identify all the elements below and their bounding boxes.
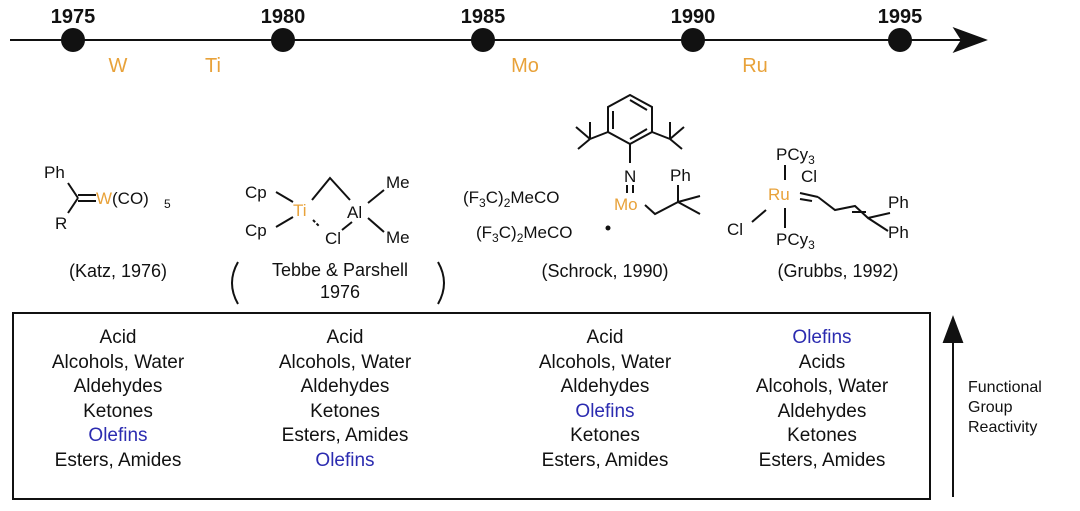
svg-text:(F3C)2MeCO: (F3C)2MeCO xyxy=(476,223,573,245)
svg-text:(F3C)2MeCO: (F3C)2MeCO xyxy=(463,188,560,210)
olefin-item: Olefins xyxy=(88,425,148,447)
functional-group-item: Alcohols, Water xyxy=(538,351,672,373)
functional-group-item: Esters, Amides xyxy=(281,425,409,447)
tebbe-caption-year: 1976 xyxy=(320,282,360,302)
functional-group-item: Aldehydes xyxy=(777,400,867,422)
year-label: 1990 xyxy=(671,6,716,28)
functional-group-item: Ketones xyxy=(310,400,380,422)
paren-right xyxy=(437,261,445,305)
functional-group-item: Acid xyxy=(326,327,364,348)
functional-group-item: Alcohols, Water xyxy=(755,376,889,398)
atom-cl: Cl xyxy=(727,220,743,239)
year-label: 1985 xyxy=(461,6,506,28)
ligand-text: (F xyxy=(463,188,479,207)
year-label: 1975 xyxy=(51,6,96,28)
atom-r: R xyxy=(55,214,67,233)
timeline-dot-1985 xyxy=(471,28,495,52)
functional-group-item: Ketones xyxy=(570,425,640,447)
atom-me: Me xyxy=(386,173,410,192)
atom-al: Al xyxy=(347,203,362,222)
metal-label-mo: Mo xyxy=(511,55,539,77)
functional-group-item: Esters, Amides xyxy=(54,449,182,471)
ligand-co: (CO) xyxy=(112,189,149,208)
axis-label-line: Group xyxy=(968,399,1013,416)
year-label: 1995 xyxy=(878,6,923,28)
functional-group-item: Esters, Amides xyxy=(758,449,886,471)
atom-cl: Cl xyxy=(325,229,341,248)
atom-ph: Ph xyxy=(44,163,65,182)
olefin-item: Olefins xyxy=(575,400,635,422)
atom-ti: Ti xyxy=(293,201,307,220)
katz-caption: (Katz, 1976) xyxy=(69,261,167,281)
functional-group-item: Esters, Amides xyxy=(541,449,669,471)
schrock-caption: (Schrock, 1990) xyxy=(541,261,668,281)
reactivity-arrowhead xyxy=(942,315,964,343)
functional-group-item: Aldehydes xyxy=(560,376,650,398)
olefin-item: Olefins xyxy=(315,449,375,471)
tebbe-structure: Cp Cp Ti Al Cl Me Me xyxy=(245,173,410,248)
functional-group-item: Ketones xyxy=(787,425,857,447)
svg-text:PCy3: PCy3 xyxy=(776,145,815,167)
paren-left xyxy=(231,261,239,305)
timeline-dot-1975 xyxy=(61,28,85,52)
katz-structure: Ph R W (CO) 5 xyxy=(44,163,171,233)
atom-ph: Ph xyxy=(670,166,691,185)
atom-cl: Cl xyxy=(801,167,817,186)
timeline-dot-1995 xyxy=(888,28,912,52)
axis-label-line: Functional xyxy=(968,379,1042,396)
atom-w: W xyxy=(96,189,112,208)
metal-label-ti: Ti xyxy=(205,55,221,77)
atom-n: N xyxy=(624,167,636,186)
reactivity-table-box xyxy=(12,312,931,500)
timeline-dot-1980 xyxy=(271,28,295,52)
functional-group-item: Acid xyxy=(586,327,624,348)
svg-text:PCy3: PCy3 xyxy=(776,230,815,252)
functional-group-item: Acids xyxy=(798,351,846,373)
functional-group-item: Alcohols, Water xyxy=(51,351,185,373)
ligand-pcy3: PCy xyxy=(776,145,809,164)
grubbs-structure: PCy3 Cl Ru Ph Ph Cl PCy3 xyxy=(727,145,909,252)
metal-label-w: W xyxy=(109,55,128,77)
subscript: 5 xyxy=(164,197,171,211)
olefin-item: Olefins xyxy=(792,327,852,348)
functional-group-item: Alcohols, Water xyxy=(278,351,412,373)
atom-cp: Cp xyxy=(245,183,267,202)
functional-group-item: Aldehydes xyxy=(300,376,390,398)
timeline-dots xyxy=(61,28,912,52)
functional-group-item: Acid xyxy=(99,327,137,348)
timeline-arrowhead xyxy=(952,27,988,53)
tebbe-caption: Tebbe & Parshell xyxy=(272,260,408,280)
year-label: 1980 xyxy=(261,6,306,28)
functional-group-item: Aldehydes xyxy=(73,376,163,398)
atom-ph: Ph xyxy=(888,193,909,212)
axis-label-line: Reactivity xyxy=(968,419,1038,436)
atom-ru: Ru xyxy=(768,185,790,204)
schrock-structure: N Mo Ph (F3C)2MeCO (F3C)2MeCO xyxy=(463,93,701,245)
atom-me: Me xyxy=(386,228,410,247)
metal-label-ru: Ru xyxy=(742,55,768,77)
grubbs-caption: (Grubbs, 1992) xyxy=(777,261,898,281)
atom-cp: Cp xyxy=(245,221,267,240)
ligand-text: (F xyxy=(476,223,492,242)
timeline-dot-1990 xyxy=(681,28,705,52)
atom-ph: Ph xyxy=(888,223,909,242)
functional-group-reactivity-label: Functional Group Reactivity xyxy=(968,378,1042,438)
atom-mo: Mo xyxy=(614,195,638,214)
ligand-pcy3: PCy xyxy=(776,230,809,249)
functional-group-item: Ketones xyxy=(83,400,153,422)
